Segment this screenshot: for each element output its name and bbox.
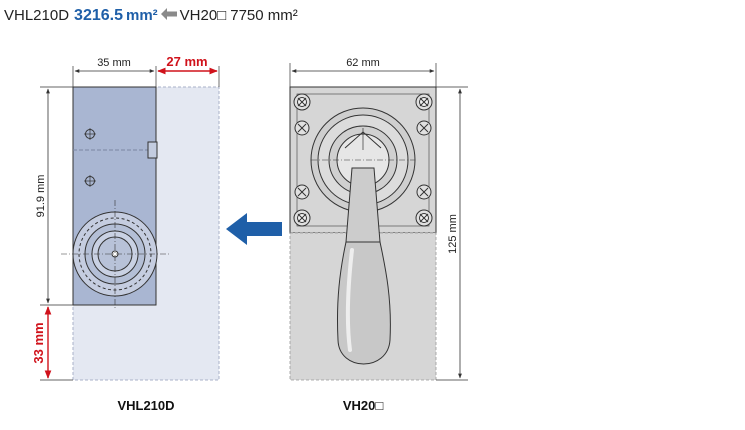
vhl210d-mounting-hole-icon: [84, 175, 96, 187]
vh20-drawing: 62 mm 125 mm VH20□: [289, 57, 468, 413]
vh20-screw-icon: [294, 120, 310, 136]
vh20-lever-handle-icon: [336, 167, 391, 365]
header-area-b: 7750 mm²: [230, 7, 298, 24]
header-unit-a: mm²: [125, 7, 158, 24]
vh20-screw-icon: [293, 93, 311, 111]
area-comparison-header: VHL210D 3216.5 mm² VH20□ 7750 mm²: [4, 4, 298, 27]
vh20-height-dimension: 125 mm: [447, 214, 459, 254]
vhl210d-caption: VHL210D: [117, 398, 174, 413]
replace-arrow-icon: [226, 213, 282, 245]
left-arrow-icon: [160, 4, 177, 26]
vh20-width-dimension: 62 mm: [346, 57, 380, 69]
header-model-b: VH20□: [179, 7, 227, 24]
vhl210d-height-dimension: 91.9 mm: [35, 175, 47, 218]
vhl210d-knob-icon: [61, 200, 169, 308]
vh20-screw-icon: [294, 184, 310, 200]
vh20-screw-icon: [416, 184, 432, 200]
header-model-a: VHL210D: [4, 7, 70, 24]
vh20-caption: VH20□: [343, 398, 384, 413]
vh20-screw-icon: [415, 209, 433, 227]
header-area-a: 3216.5: [74, 7, 123, 24]
vhl210d-saved-height-dimension: 33 mm: [31, 322, 46, 363]
vhl210d-width-dimension: 35 mm: [97, 57, 131, 69]
vhl210d-mounting-hole-icon: [84, 128, 96, 140]
vhl210d-side-port: [147, 141, 158, 159]
vh20-screw-icon: [416, 120, 432, 136]
vh20-screw-icon: [293, 209, 311, 227]
vhl210d-drawing: 35 mm 27 mm 91.9 mm 33 mm VHL210D: [31, 54, 220, 413]
vh20-screw-icon: [415, 93, 433, 111]
vhl210d-saved-width-dimension: 27 mm: [166, 54, 207, 69]
